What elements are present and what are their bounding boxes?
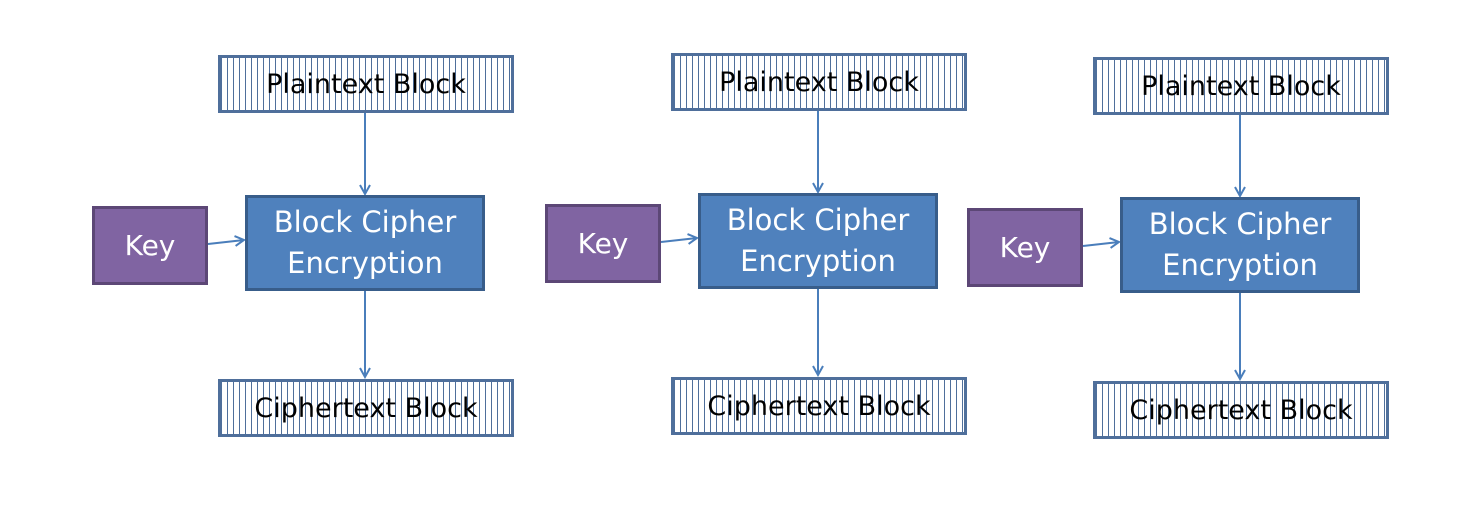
plaintext-block: Plaintext Block [1093,57,1389,115]
key-to-cipher-arrow [660,238,697,242]
plaintext-block-label: Plaintext Block [1141,70,1341,102]
key-box: Key [92,206,208,285]
plaintext-block: Plaintext Block [671,53,967,111]
ciphertext-block: Ciphertext Block [671,377,967,435]
plaintext-block-label: Plaintext Block [266,68,466,100]
plaintext-block: Plaintext Block [218,55,514,113]
ciphertext-block-label: Ciphertext Block [707,390,931,422]
unit-2-arrows [660,111,985,502]
ciphertext-block: Ciphertext Block [1093,381,1389,439]
ciphertext-block: Ciphertext Block [218,379,514,437]
unit-3-arrows [1082,115,1407,506]
key-box: Key [967,208,1083,287]
encryption-unit-1: Plaintext Block Block Cipher Encryption … [92,0,532,504]
plaintext-block-label: Plaintext Block [719,66,919,98]
ciphertext-block-label: Ciphertext Block [254,392,478,424]
key-to-cipher-arrow [207,240,244,244]
block-cipher-encryption: Block Cipher Encryption [698,193,938,289]
encryption-unit-3: Plaintext Block Block Cipher Encryption … [967,2,1407,506]
key-box: Key [545,204,661,283]
block-cipher-encryption: Block Cipher Encryption [1120,197,1360,293]
key-to-cipher-arrow [1082,242,1119,246]
block-cipher-encryption: Block Cipher Encryption [245,195,485,291]
ciphertext-block-label: Ciphertext Block [1129,394,1353,426]
unit-1-arrows [207,113,532,504]
encryption-unit-2: Plaintext Block Block Cipher Encryption … [545,0,985,502]
